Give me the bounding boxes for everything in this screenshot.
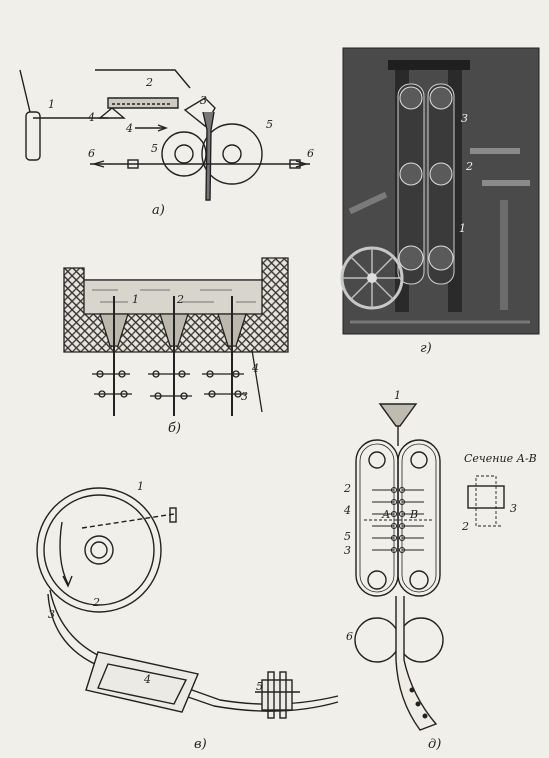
label-d-6: 6	[346, 630, 353, 643]
label-v-1: 1	[137, 480, 144, 493]
lever-upper	[19, 69, 31, 113]
figure-d	[354, 403, 505, 731]
caption-g: г)	[420, 341, 432, 356]
label-d-A: А	[381, 508, 390, 521]
label-a-5a: 5	[151, 142, 158, 155]
rotation-arrow	[59, 521, 69, 585]
lever-handle	[25, 111, 41, 161]
belt-right	[397, 439, 441, 597]
section-title: Сечение А-В	[464, 452, 537, 465]
figure-v-labels: 1 2 3 4 5 в)	[48, 480, 263, 752]
label-d-3: 3	[344, 544, 351, 557]
label-a-4a: 4	[87, 111, 95, 124]
belt-left	[355, 439, 399, 597]
pull-roll-right	[398, 617, 444, 663]
label-d-4: 4	[343, 504, 351, 517]
label-a-6b: 6	[307, 147, 314, 160]
figure-b-labels: 1 2 3 4 б)	[132, 293, 259, 436]
caption-a: а)	[152, 203, 165, 218]
roll-left-hub	[174, 144, 194, 164]
label-a-3: 3	[200, 94, 207, 107]
caption-d: д)	[428, 737, 441, 752]
label-a-5b: 5	[266, 118, 273, 131]
caption-v: в)	[194, 737, 207, 752]
tray	[107, 97, 179, 109]
gutter	[95, 69, 191, 89]
label-a-6a: 6	[88, 147, 95, 160]
roll-left	[161, 131, 207, 177]
label-g-3: 3	[461, 112, 468, 125]
label-d-B: В	[409, 508, 418, 521]
casting-strip	[49, 589, 339, 705]
caption-b: б)	[168, 421, 181, 436]
label-d-5: 5	[344, 530, 351, 543]
label-v-5: 5	[256, 680, 263, 693]
label-a-4b: 4	[125, 122, 133, 135]
pull-roll-left	[354, 617, 400, 663]
label-v-4: 4	[143, 673, 151, 686]
figure-a	[19, 69, 310, 201]
label-a-1: 1	[48, 98, 55, 111]
figure-b	[63, 257, 289, 416]
label-d-2: 2	[343, 482, 351, 495]
funnel	[378, 403, 418, 427]
cooler	[85, 651, 199, 713]
label-v-2: 2	[92, 596, 100, 609]
exit-strip	[395, 596, 438, 731]
figure-a-labels: 1 2 3 4 4 5 5 6 6 а)	[48, 76, 314, 218]
label-b-1: 1	[132, 293, 139, 306]
wheel-hub	[84, 535, 114, 565]
label-g-2: 2	[465, 160, 473, 173]
figure-v	[36, 487, 339, 719]
strip	[202, 111, 215, 201]
cutter	[261, 679, 293, 711]
label-d-s2: 2	[461, 520, 469, 533]
label-b-2: 2	[176, 293, 184, 306]
wheel-outer	[36, 487, 162, 613]
figure-d-labels: 1 2 4 5 3 6 А В Сечение А-В 2 3 д)	[343, 389, 537, 752]
section-a-b	[467, 485, 505, 509]
chute	[183, 97, 216, 128]
label-b-4: 4	[251, 362, 259, 375]
label-d-s3: 3	[510, 502, 517, 515]
figure-g: 3 2 1	[340, 47, 540, 335]
label-b-3: 3	[241, 390, 248, 403]
label-v-3: 3	[48, 608, 55, 621]
roll-right-hub	[222, 144, 242, 164]
label-d-1: 1	[394, 389, 401, 402]
roll-right	[201, 123, 263, 185]
label-a-2: 2	[145, 76, 153, 89]
label-g-1: 1	[459, 222, 466, 235]
pivot	[98, 107, 126, 119]
